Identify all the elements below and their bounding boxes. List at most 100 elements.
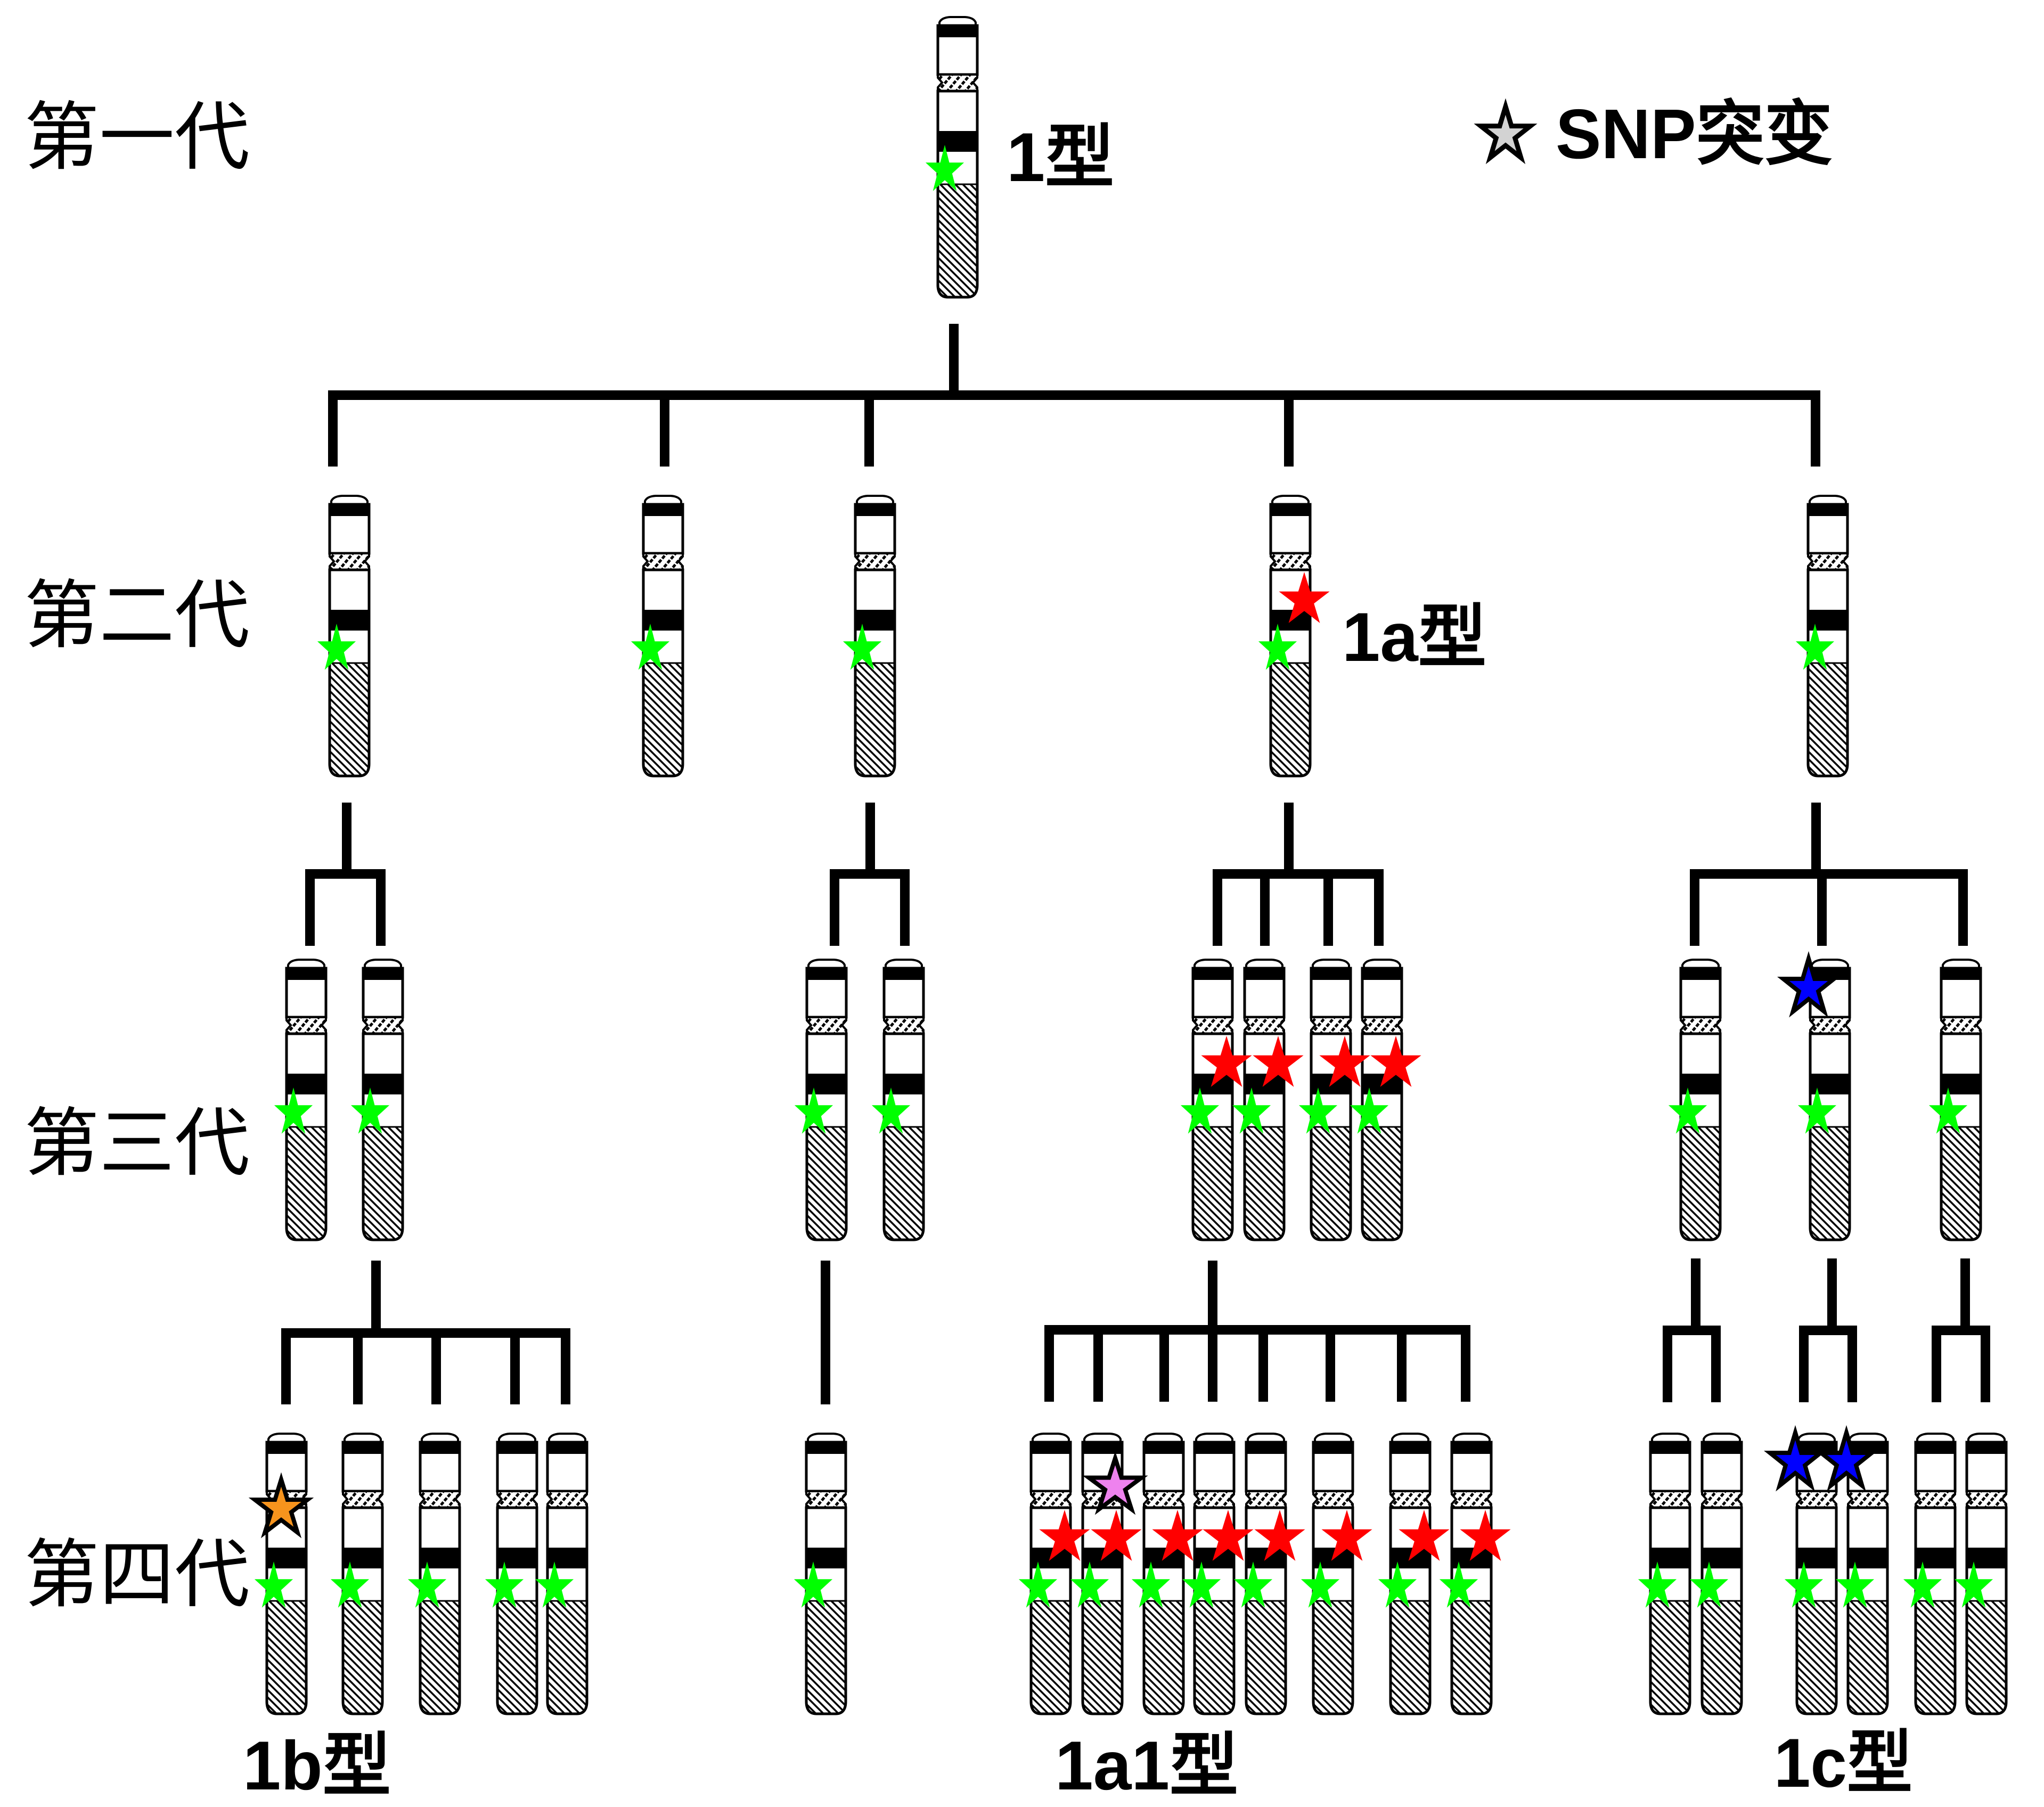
connector-bar (830, 869, 910, 879)
connector-drop (431, 1333, 441, 1404)
connector-drop (1208, 1330, 1217, 1402)
connector-stem (949, 324, 959, 400)
connector-drop (1213, 874, 1222, 946)
snp-1a-star-icon (1203, 1510, 1254, 1561)
snp-1-star-icon (1835, 1561, 1875, 1608)
connector-drop (1326, 1330, 1335, 1402)
connector-bar (1690, 869, 1968, 879)
connector-bar (1213, 869, 1384, 879)
connector-stem (1208, 1261, 1217, 1335)
snp-1-star-icon (925, 145, 964, 191)
connector-drop (1981, 1330, 1990, 1402)
type-1b-label: 1b型 (243, 1727, 391, 1804)
snp-1a-star-icon (1253, 1036, 1304, 1087)
snp-1-star-icon (794, 1561, 833, 1608)
snp-1a-star-icon (1152, 1510, 1203, 1561)
snp-1-star-icon (1954, 1561, 1993, 1608)
connector-bar (281, 1328, 570, 1338)
connector-bar (328, 390, 1820, 400)
connector-bar (1932, 1326, 1990, 1335)
snp-1a-star-icon (1460, 1510, 1511, 1561)
connector-drop (660, 395, 669, 467)
connector-stem (1811, 803, 1821, 879)
snp-1-star-icon (1638, 1561, 1677, 1608)
snp-1-star-icon (1784, 1561, 1824, 1608)
snp-1a-star-icon (1039, 1510, 1090, 1561)
connector-drop (376, 874, 386, 946)
snp-1-star-icon (1298, 1088, 1338, 1134)
connector-drop (1258, 1330, 1268, 1402)
connector-drop (1811, 395, 1820, 467)
snp-1-star-icon (1903, 1561, 1942, 1608)
connector-drop (864, 395, 874, 467)
snp-1-star-icon (794, 1088, 833, 1134)
connector-drop (1690, 874, 1699, 946)
snp-1-star-icon (1233, 1561, 1273, 1608)
connector-drop (1817, 874, 1827, 946)
snp-1c-star-icon (1814, 1425, 1878, 1492)
generation-3-label: 第三代 (24, 1100, 250, 1187)
connector-drop (1323, 874, 1333, 946)
snp-1-star-icon (1689, 1561, 1729, 1608)
snp-1-star-icon (254, 1561, 293, 1608)
legend-label: SNP突变 (1556, 95, 1833, 173)
connector-drop (830, 874, 839, 946)
snp-1-star-icon (843, 624, 882, 670)
connector-bar (305, 869, 386, 879)
connector-drop (305, 874, 315, 946)
type-1c-label: 1c型 (1774, 1724, 1912, 1802)
type-1a1-label: 1a1型 (1055, 1727, 1238, 1804)
snp-1-star-icon (1131, 1561, 1171, 1608)
connector-drop (1044, 1330, 1054, 1402)
snp-1a-star-icon (1370, 1036, 1421, 1087)
legend-star-icon (1474, 98, 1538, 165)
snp-1-star-icon (274, 1088, 313, 1134)
connector-drop (328, 395, 338, 467)
legend: SNP突变 (1474, 95, 1833, 173)
connector-stem (342, 803, 351, 879)
connector-drop (1093, 1330, 1103, 1402)
connector-bar (1663, 1326, 1721, 1335)
connector-drop (561, 1333, 570, 1404)
snp-1-star-icon (1439, 1561, 1478, 1608)
snp-1c-star-icon (1763, 1425, 1827, 1492)
snp-1-star-icon (330, 1561, 370, 1608)
snp-1-star-icon (350, 1088, 390, 1134)
type-1-label: 1型 (1007, 118, 1114, 196)
snp-1-star-icon (1350, 1088, 1389, 1134)
snp-1-star-icon (1795, 624, 1835, 670)
mutation-star-layer (248, 145, 1993, 1608)
snp-1a1-star-icon (1082, 1451, 1148, 1515)
connector-drop (1284, 395, 1294, 467)
snp-1-star-icon (1797, 1088, 1837, 1134)
snp-1-star-icon (1018, 1561, 1058, 1608)
connector-drop (1663, 1330, 1672, 1402)
snp-1-star-icon (1928, 1088, 1968, 1134)
connector-drop (1397, 1330, 1407, 1402)
connector-drop (1847, 1330, 1857, 1402)
snp-1a-star-icon (1254, 1510, 1305, 1561)
snp-1-star-icon (631, 624, 670, 670)
snp-1a-star-icon (1321, 1510, 1372, 1561)
generation-4-label: 第四代 (24, 1532, 250, 1618)
chromosome-layer (267, 17, 2006, 1714)
snp-1-star-icon (485, 1561, 524, 1608)
snp-1-star-icon (1668, 1088, 1707, 1134)
generation-2-label: 第二代 (24, 573, 250, 659)
connector-drop (1159, 1330, 1169, 1402)
snp-1-star-icon (1258, 624, 1297, 670)
connector-drop (900, 874, 910, 946)
connector-stem (821, 1261, 830, 1404)
snp-1-star-icon (1301, 1561, 1340, 1608)
connector-drop (1461, 1330, 1470, 1402)
snp-1c-star-icon (1777, 951, 1841, 1018)
snp-1-star-icon (1070, 1561, 1109, 1608)
snp-1-star-icon (1180, 1088, 1220, 1134)
connector-stem (1284, 803, 1294, 879)
connector-drop (1799, 1330, 1809, 1402)
connector-stem (371, 1261, 381, 1338)
snp-1-star-icon (407, 1561, 447, 1608)
snp-1b-star-icon (248, 1472, 314, 1539)
snp-1a-star-icon (1279, 572, 1330, 623)
